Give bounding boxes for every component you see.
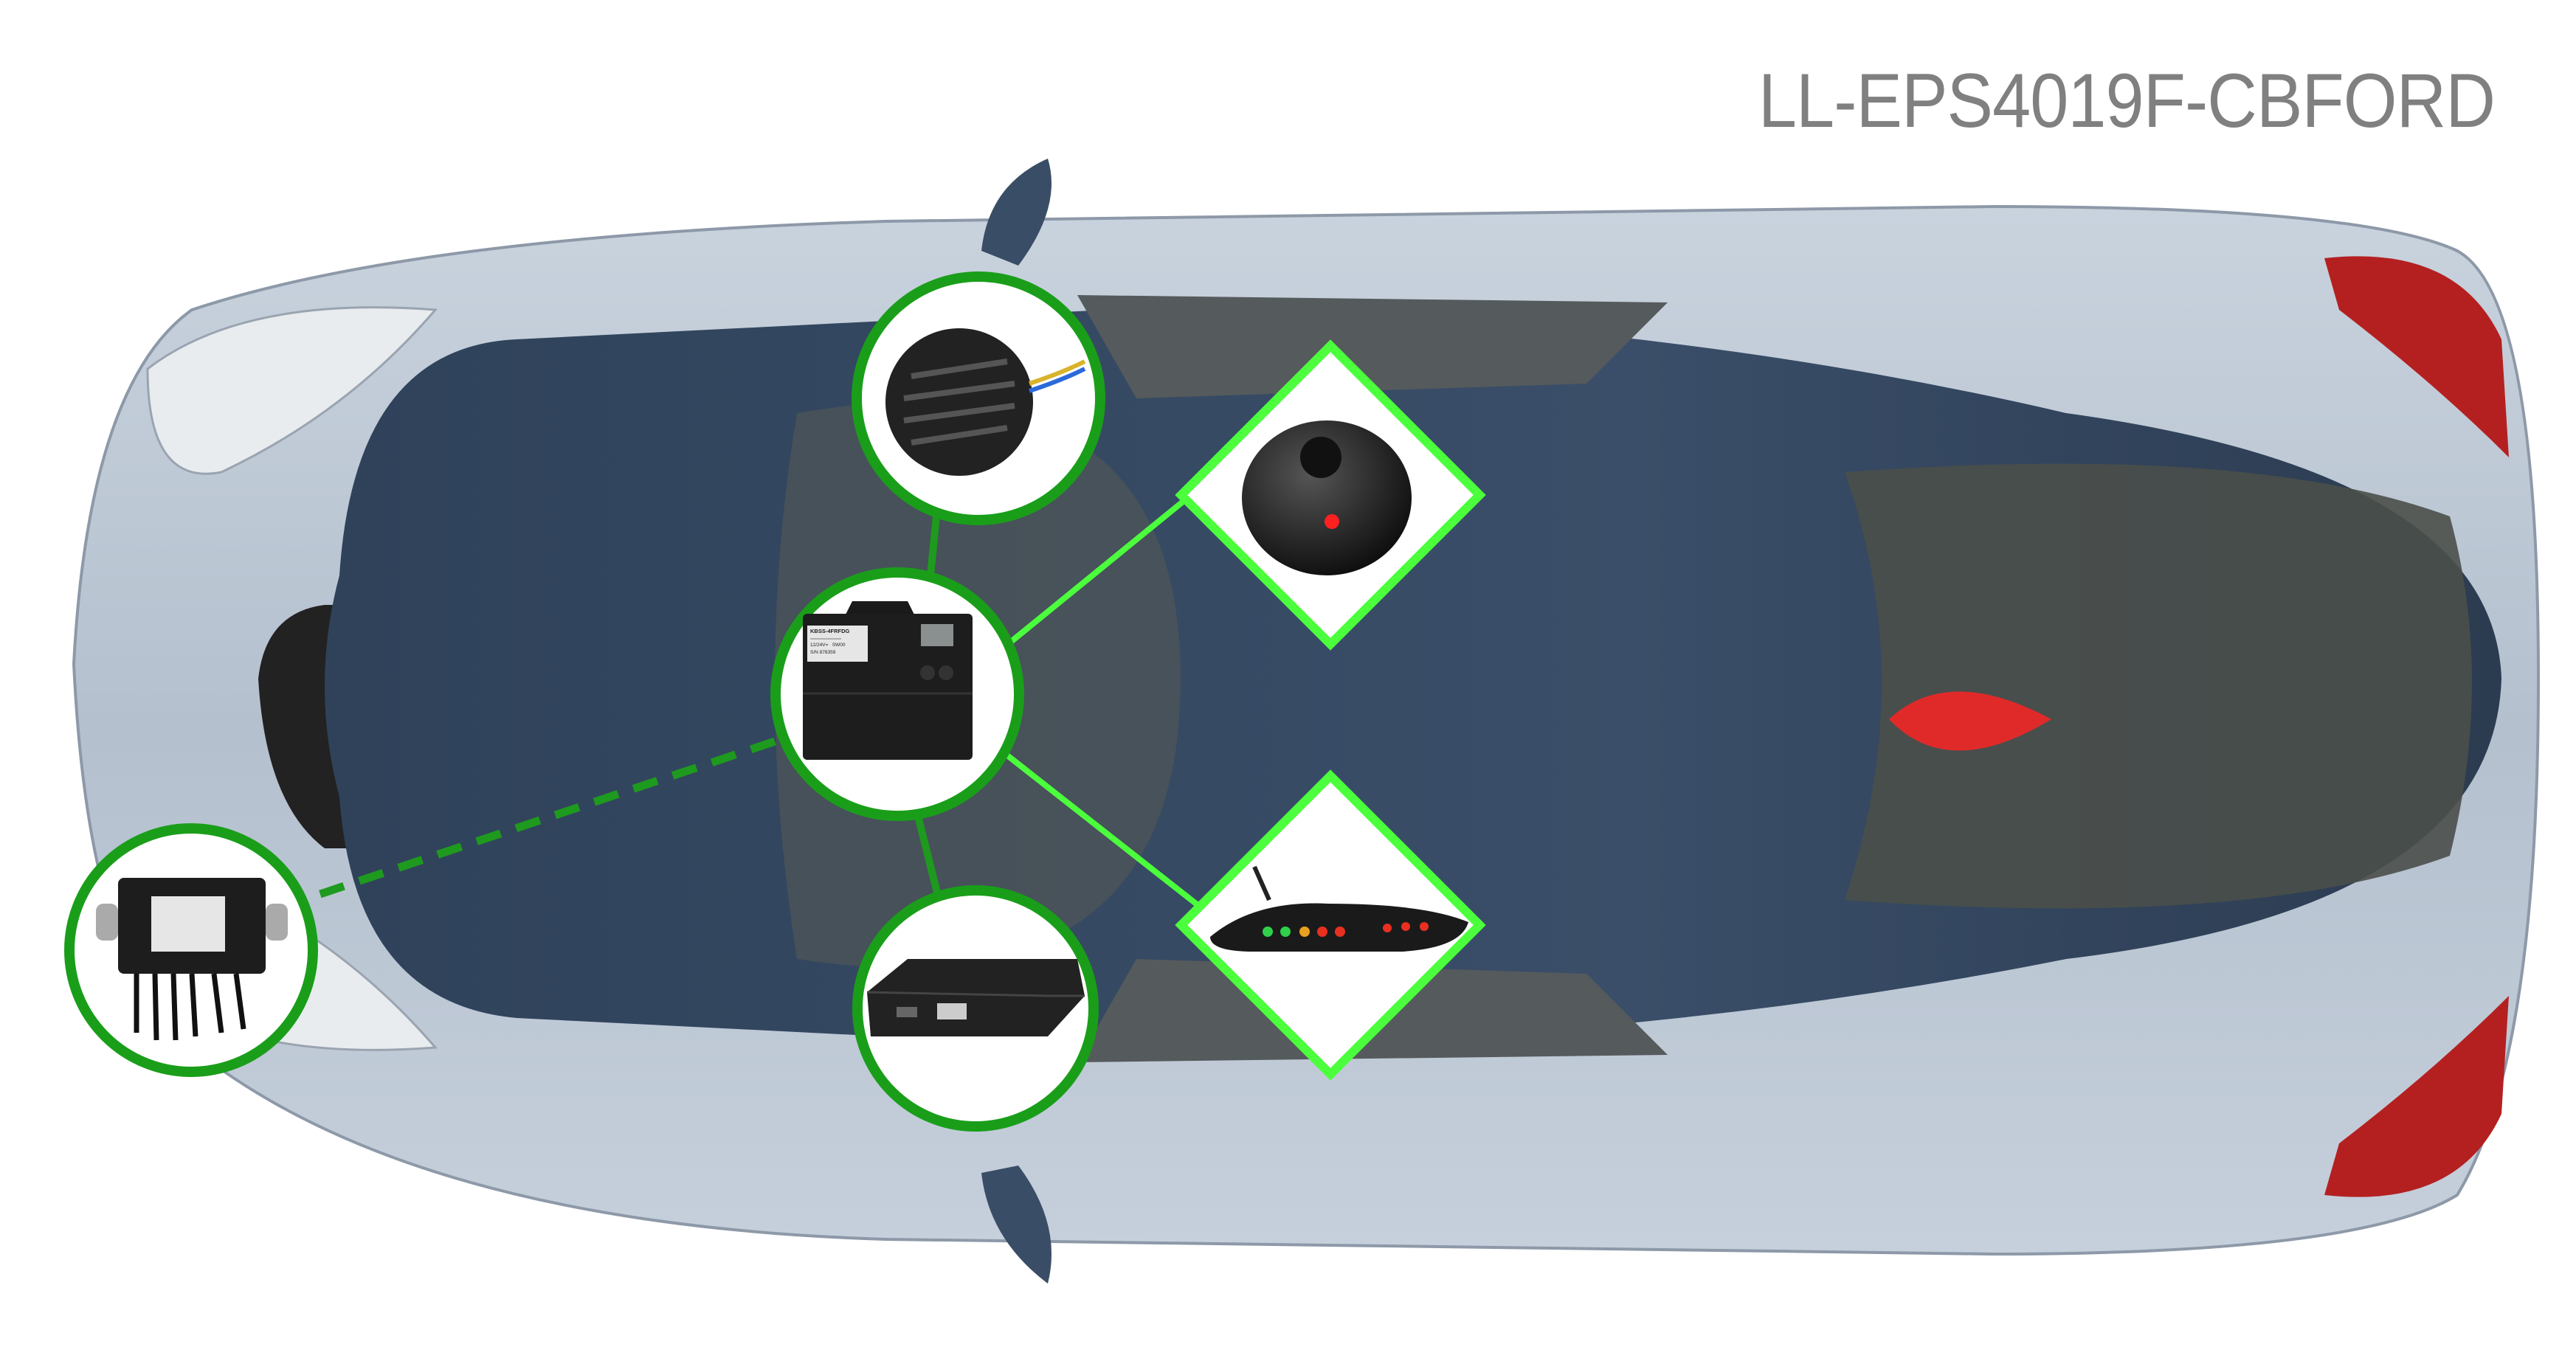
speaker-grille-icon	[885, 328, 1033, 476]
tail-light-left	[2324, 256, 2509, 457]
control-unit-label	[807, 626, 868, 662]
push-button-icon	[1242, 420, 1412, 575]
control-unit-serial: S/N 878359	[810, 650, 836, 655]
front-module-callout[interactable]	[64, 823, 318, 1077]
led-display-callout[interactable]	[1175, 769, 1486, 1081]
push-button-led-callout[interactable]	[1175, 339, 1486, 651]
car-body	[72, 159, 2541, 1284]
tail-light-right	[2324, 996, 2509, 1197]
control-unit-callout[interactable]: KBSS-4FRFDG 12/24V= SW00 S/N 878359	[770, 567, 1024, 821]
control-unit-model: KBSS-4FRFDG	[810, 628, 850, 634]
led-indicator-icon	[1325, 514, 1339, 529]
buzzer-speaker-callout[interactable]	[852, 271, 1105, 525]
interface-box-callout[interactable]	[852, 885, 1099, 1132]
interface-box-icon	[867, 959, 1085, 1036]
control-unit-voltage: 12/24V= SW00	[810, 643, 846, 648]
product-code-title: LL-EPS4019F-CBFORD	[1758, 58, 2496, 144]
brake-light	[1889, 691, 2051, 751]
headlight-left	[146, 306, 438, 475]
